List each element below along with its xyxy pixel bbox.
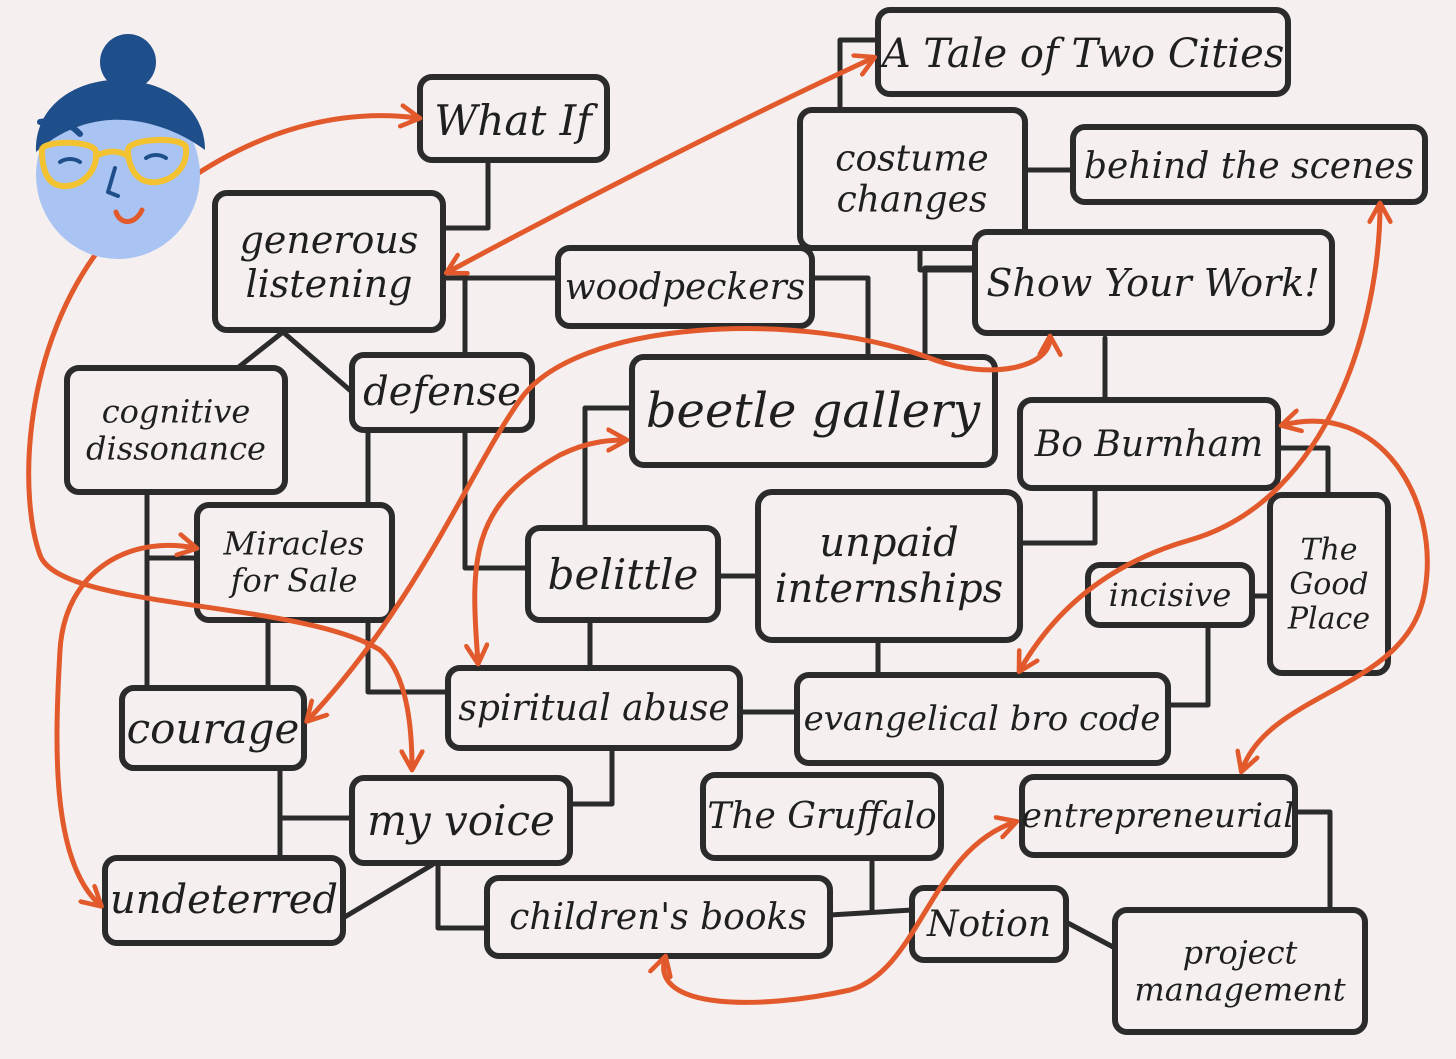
node-label: behind the scenes [1084, 146, 1414, 187]
arrow-evangelical-behind [1020, 205, 1380, 670]
connector-bo-incisive [1017, 487, 1098, 546]
avatar-hair-strand [37, 117, 83, 137]
node-label: The Gruffalo [707, 796, 936, 837]
node-box [349, 775, 573, 866]
node-box [212, 190, 446, 333]
connector-incisive-evangelical [1165, 622, 1211, 708]
avatar-mouth [113, 207, 145, 224]
node-box [875, 7, 1291, 97]
node-label: What If [434, 96, 598, 145]
node-label-line: dissonance [86, 429, 266, 467]
arrow-bo-entrepreneurial [1242, 421, 1430, 770]
connector-myvoice-undeterred [340, 862, 435, 921]
node-label: my voice [367, 796, 555, 845]
node-label: defense [363, 369, 521, 415]
node-beetle[interactable]: beetle gallery [629, 354, 998, 468]
arrows [26, 58, 1430, 1005]
node-childrens[interactable]: children's books [484, 875, 833, 959]
node-bo[interactable]: Bo Burnham [1017, 397, 1281, 491]
connector-beetle-belittle [582, 405, 635, 528]
arrow-courage-show [308, 326, 1050, 720]
avatar-eye-right [144, 153, 168, 160]
node-undeterred[interactable]: undeterred [102, 855, 346, 946]
node-show[interactable]: Show Your Work! [972, 229, 1335, 336]
node-label: Bo Burnham [1034, 424, 1263, 465]
node-label-line: Place [1287, 601, 1370, 636]
node-label-line: internships [775, 566, 1003, 612]
avatar-eye-left [58, 157, 82, 164]
node-belittle[interactable]: belittle [525, 525, 721, 623]
node-spiritual[interactable]: spiritual abuse [445, 665, 743, 751]
avatar-nose [106, 166, 120, 198]
node-courage[interactable]: courage [119, 685, 307, 771]
avatar-hair [35, 79, 206, 152]
node-label: woodpeckers [565, 267, 806, 308]
glasses-icon [39, 137, 190, 190]
node-label: belittle [548, 550, 699, 599]
node-woodpeckers[interactable]: woodpeckers [555, 245, 815, 329]
arrow-generous-tale [448, 58, 873, 272]
node-label: evangelical bro code [804, 699, 1161, 739]
node-label-line: for Sale [229, 561, 358, 599]
node-label: incisive [1109, 576, 1232, 614]
node-label: Notion [926, 904, 1051, 945]
node-label: spiritual abuse [458, 688, 729, 729]
node-label: beetle gallery [646, 383, 981, 439]
connector-entrepreneurial-project [1292, 809, 1333, 913]
node-label-line: changes [837, 179, 988, 220]
node-gruffalo[interactable]: The Gruffalo [700, 772, 944, 861]
connector-generous-defense [280, 329, 355, 395]
node-label-line: Good [1289, 567, 1368, 602]
node-box [1112, 907, 1368, 1035]
connector-notion-project [1063, 919, 1118, 951]
node-label: undeterred [110, 877, 338, 923]
node-label: children's books [509, 897, 807, 938]
node-label: A Tale of Two Cities [878, 31, 1285, 77]
arrow-miracles-undeterred [54, 545, 195, 905]
arrow-spiritual-beetle [475, 440, 625, 662]
node-myvoice[interactable]: my voice [349, 775, 573, 866]
connector-whatif-generous [442, 157, 491, 231]
connector-courage-myvoice [277, 767, 355, 821]
node-label-line: listening [246, 262, 413, 306]
node-entrepreneurial[interactable]: entrepreneurial [1019, 774, 1298, 858]
node-whatif[interactable]: What If [417, 74, 610, 163]
connector-generous-cognitive [232, 329, 286, 373]
avatar-hair-bun [100, 34, 156, 90]
node-label: entrepreneurial [1022, 796, 1294, 836]
node-box [64, 365, 288, 495]
node-box [1019, 774, 1298, 858]
arrow-avatar-whatif [182, 116, 418, 185]
node-tale[interactable]: A Tale of Two Cities [875, 7, 1291, 97]
node-label: courage [127, 704, 300, 753]
connector-myvoice-childrens [435, 862, 490, 931]
node-label: Show Your Work! [986, 261, 1319, 305]
arrow-childrens-entrepreneurial [664, 822, 1015, 1005]
node-evangelical[interactable]: evangelical bro code [794, 672, 1171, 766]
connector-spiritual-myvoice [567, 745, 615, 807]
avatar [35, 34, 206, 259]
node-label-line: management [1134, 970, 1345, 1008]
node-behind[interactable]: behind the scenes [1070, 124, 1428, 205]
connector-tale-costume [837, 37, 881, 111]
